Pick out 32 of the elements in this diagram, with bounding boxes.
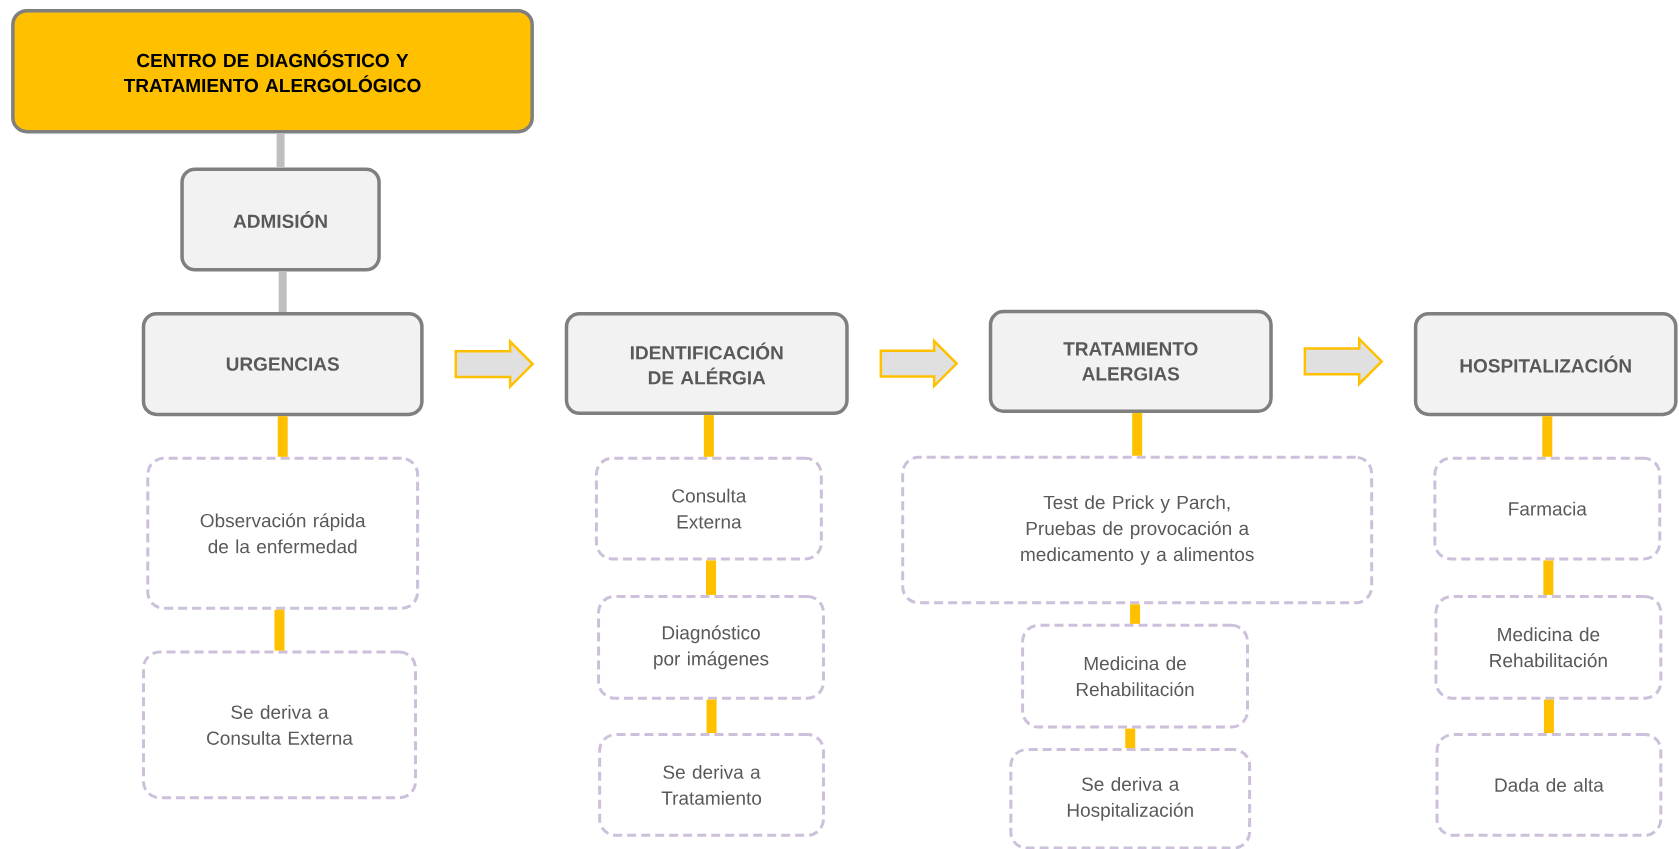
step-box: Dada de alta (1435, 733, 1663, 837)
step-box: Medicina de Rehabilitación (1021, 623, 1249, 729)
step-box: Observación rápida de la enfermedad (146, 456, 420, 610)
step-box: Se deriva a Consulta Externa (142, 650, 417, 800)
connector-line (706, 699, 717, 733)
step-box: Se deriva a Tratamiento (598, 733, 825, 837)
connector-line (1132, 412, 1143, 456)
connector-line (276, 133, 285, 168)
block-arrow (454, 338, 535, 390)
stage-box: URGENCIAS (141, 311, 424, 417)
connector-line (1543, 560, 1554, 595)
connector-line (1542, 416, 1553, 457)
step-box: Diagnóstico por imágenes (597, 594, 825, 700)
connector-line (277, 416, 288, 457)
connector-line (703, 415, 714, 457)
stage-box: IDENTIFICACIÓN DE ALÉRGIA (564, 311, 849, 415)
stage-box: TRATAMIENTO ALERGIAS (988, 309, 1273, 413)
step-box: Medicina de Rehabilitación (1434, 594, 1663, 700)
step-box: Test de Prick y Parch, Pruebas de provocación a medicamento y a alimentos (901, 455, 1374, 605)
connector-line (274, 609, 285, 651)
step-box: Consulta Externa (594, 456, 823, 561)
connector-line (1543, 699, 1554, 733)
stage-box: HOSPITALIZACIÓN (1413, 311, 1678, 417)
block-arrow (879, 337, 959, 389)
step-box: Farmacia (1433, 456, 1662, 561)
connector-line (1130, 604, 1141, 624)
block-arrow (1303, 335, 1384, 387)
step-box: Se deriva a Hospitalización (1009, 748, 1252, 849)
stage-box: ADMISIÓN (180, 167, 381, 272)
connector-line (1125, 728, 1136, 748)
connector-line (706, 560, 716, 595)
title-box: CENTRO DE DIAGNÓSTICO Y TRATAMIENTO ALERGOLÓGICO (11, 8, 534, 134)
